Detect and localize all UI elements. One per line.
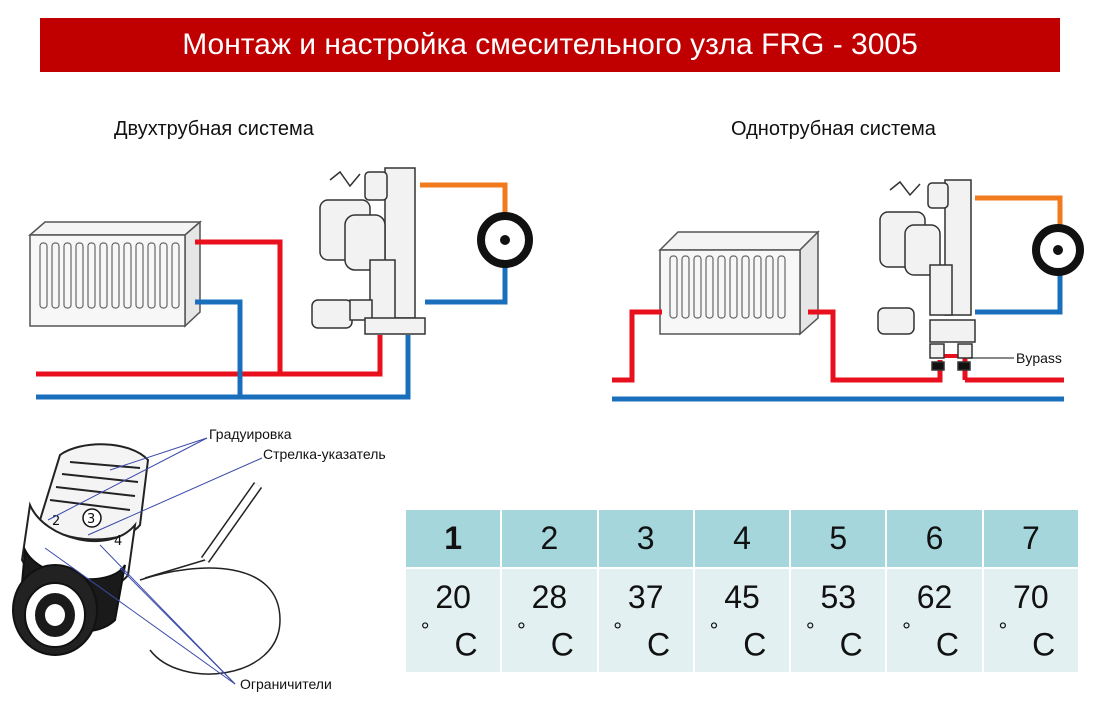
temperature-unit: ° C: [998, 617, 1064, 663]
pointer-label: Стрелка-указатель: [263, 446, 386, 462]
temperature-unit: ° C: [420, 617, 486, 663]
table-header-row: 1 2 3 4 5 6 7: [403, 508, 1081, 569]
temperature-cell: 20° C: [403, 567, 503, 674]
callout-lines: [44, 437, 263, 685]
temperature-value: 62: [916, 578, 953, 615]
position-cell: 4: [692, 508, 792, 569]
one-pipe-radiator: [658, 230, 820, 336]
scale-mark-4: 4: [114, 534, 122, 549]
temperature-unit: ° C: [517, 617, 582, 663]
temperature-value: 37: [627, 578, 664, 615]
position-cell: 5: [789, 508, 888, 569]
temperature-value: 28: [531, 578, 568, 615]
temperature-value: 53: [820, 578, 857, 615]
two-pipe-piping: [36, 182, 508, 400]
thermostatic-head-illustration: 2 3 4: [12, 443, 281, 675]
temperature-cell: 53° C: [789, 567, 888, 674]
limiters-label: Ограничители: [240, 676, 332, 692]
two-pipe-title: Двухтрубная система: [114, 118, 314, 140]
two-pipe-floor-heating-loop: [477, 212, 533, 268]
two-pipe-mixing-unit: [311, 167, 426, 335]
bypass-label: Bypass: [1016, 350, 1062, 366]
position-cell: 6: [885, 508, 984, 569]
one-pipe-piping: [612, 195, 1064, 402]
position-cell: 7: [981, 508, 1081, 569]
temperature-cell: 37° C: [596, 567, 695, 674]
title-banner: Монтаж и настройка смесительного узла FR…: [40, 18, 1060, 72]
two-pipe-radiator: [27, 220, 203, 328]
temperature-value: 20: [435, 578, 471, 615]
scale-mark-2: 2: [52, 514, 60, 529]
position-cell: 1: [403, 508, 503, 569]
temperature-unit: ° C: [709, 617, 775, 663]
graduation-label: Градуировка: [209, 426, 292, 442]
temperature-value: 70: [1013, 578, 1049, 615]
temperature-unit: ° C: [902, 617, 967, 663]
one-pipe-floor-heating-loop: [1032, 224, 1084, 276]
temperature-cell: 28° C: [500, 567, 599, 674]
table-value-row: 20° C 28° C 37° C 45° C 53° C 62° C 70° …: [403, 567, 1081, 674]
page-title: Монтаж и настройка смесительного узла FR…: [182, 28, 918, 61]
temperature-value: 45: [724, 578, 760, 615]
temperature-cell: 62° C: [885, 567, 984, 674]
scale-mark-3: 3: [87, 512, 95, 527]
one-pipe-title: Однотрубная система: [731, 118, 936, 140]
temperature-cell: 45° C: [692, 567, 792, 674]
temperature-unit: ° C: [805, 617, 871, 663]
temperature-table: 1 2 3 4 5 6 7 20° C 28° C 37° C 45° C 53…: [403, 508, 1081, 674]
temperature-cell: 70° C: [981, 567, 1081, 674]
temperature-unit: ° C: [613, 617, 679, 663]
position-cell: 2: [500, 508, 599, 569]
position-cell: 3: [596, 508, 695, 569]
one-pipe-mixing-unit: [877, 179, 976, 371]
